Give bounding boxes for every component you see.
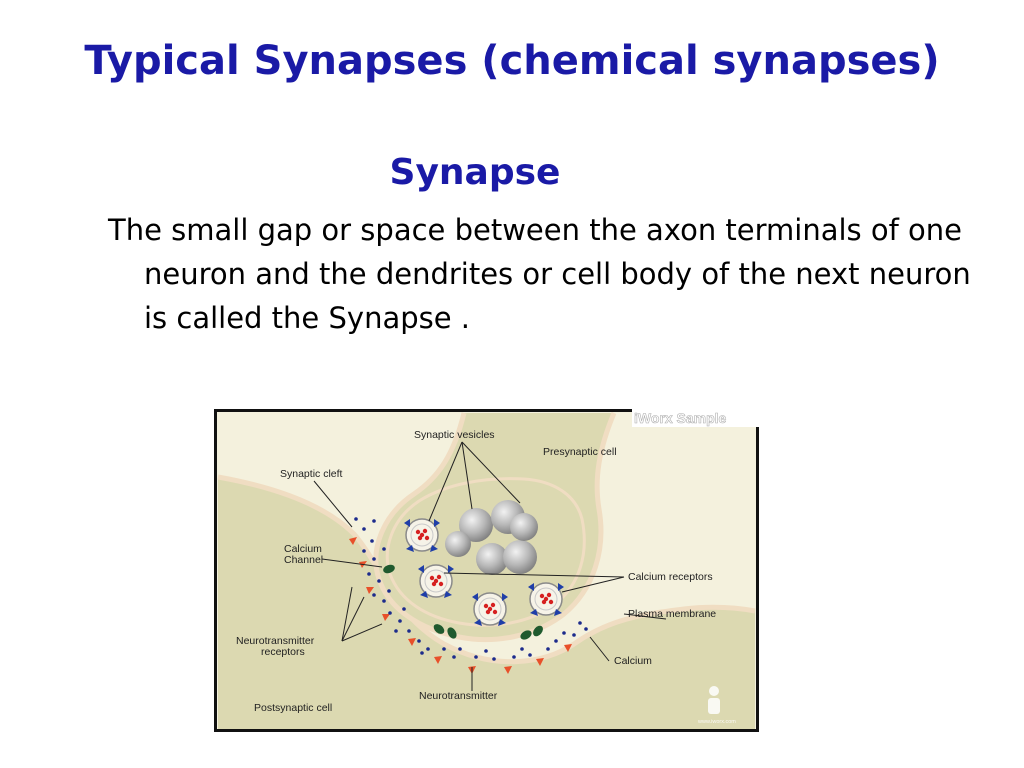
label-neurotransmitter: Neurotransmitter bbox=[419, 690, 498, 702]
label-calcium-channel-line2: Channel bbox=[284, 554, 323, 566]
postsynaptic-membrane bbox=[217, 474, 756, 665]
label-leader-lines bbox=[313, 441, 667, 691]
label-calcium-channel-line1: Calcium bbox=[284, 543, 322, 555]
slide-title: Typical Synapses (chemical synapses) bbox=[84, 38, 940, 84]
iworx-logo: www.iworx.com bbox=[697, 686, 736, 725]
label-synaptic-cleft: Synaptic cleft bbox=[280, 468, 343, 480]
calcium-channel-markers bbox=[383, 564, 543, 640]
watermark-backdrop bbox=[632, 409, 759, 427]
logo-url-text: www.iworx.com bbox=[697, 719, 736, 725]
synaptic-vesicle-cluster bbox=[445, 500, 538, 575]
label-calcium: Calcium bbox=[614, 655, 652, 667]
loaded-vesicle bbox=[418, 564, 454, 598]
loaded-vesicle bbox=[472, 592, 508, 626]
synapse-definition: The small gap or space between the axon … bbox=[108, 213, 971, 335]
neurotransmitter-dots bbox=[354, 517, 588, 661]
label-presynaptic-cell: Presynaptic cell bbox=[543, 446, 617, 458]
neurotransmitter-receptor-markers bbox=[349, 537, 572, 674]
label-neurotransmitter-receptors-line2: receptors bbox=[261, 646, 305, 658]
label-calcium-receptors: Calcium receptors bbox=[628, 571, 713, 583]
presynaptic-outer-membrane bbox=[373, 412, 617, 643]
label-plasma-membrane: Plasma membrane bbox=[628, 608, 716, 620]
synapse-diagram: Synaptic vesicles Presynaptic cell Synap… bbox=[214, 409, 759, 732]
label-postsynaptic-cell: Postsynaptic cell bbox=[254, 702, 332, 714]
label-neurotransmitter-receptors-line1: Neurotransmitter bbox=[236, 635, 315, 647]
loaded-vesicle bbox=[528, 582, 564, 616]
label-synaptic-vesicles: Synaptic vesicles bbox=[414, 429, 495, 441]
slide-subtitle: Synapse bbox=[389, 152, 561, 193]
watermark-text: iWorx Sample bbox=[634, 410, 727, 426]
loaded-vesicle bbox=[404, 518, 440, 552]
